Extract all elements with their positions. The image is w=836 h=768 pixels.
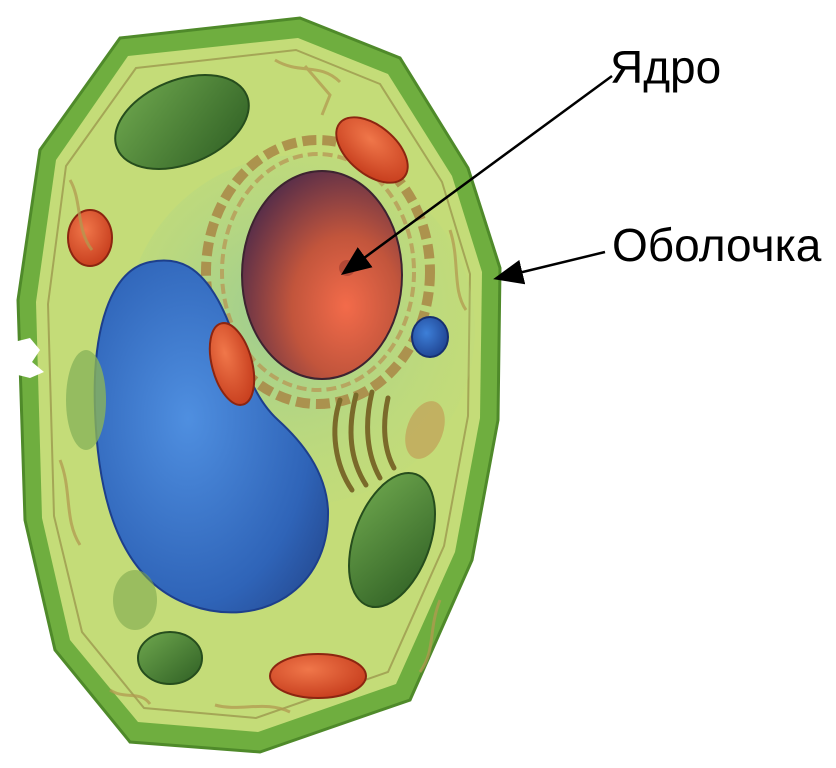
nucleolus <box>339 260 355 276</box>
wall-pointer-arrow <box>498 252 605 278</box>
chloroplast <box>138 632 202 684</box>
nucleus-label: Ядро <box>610 44 721 90</box>
vesicle <box>412 317 448 357</box>
nucleus <box>242 171 402 379</box>
chloroplast <box>113 570 157 630</box>
mitochondrion <box>68 210 112 266</box>
chloroplast <box>66 350 106 450</box>
cell-wall-label: Оболочка <box>612 222 821 268</box>
mitochondrion <box>270 654 366 698</box>
